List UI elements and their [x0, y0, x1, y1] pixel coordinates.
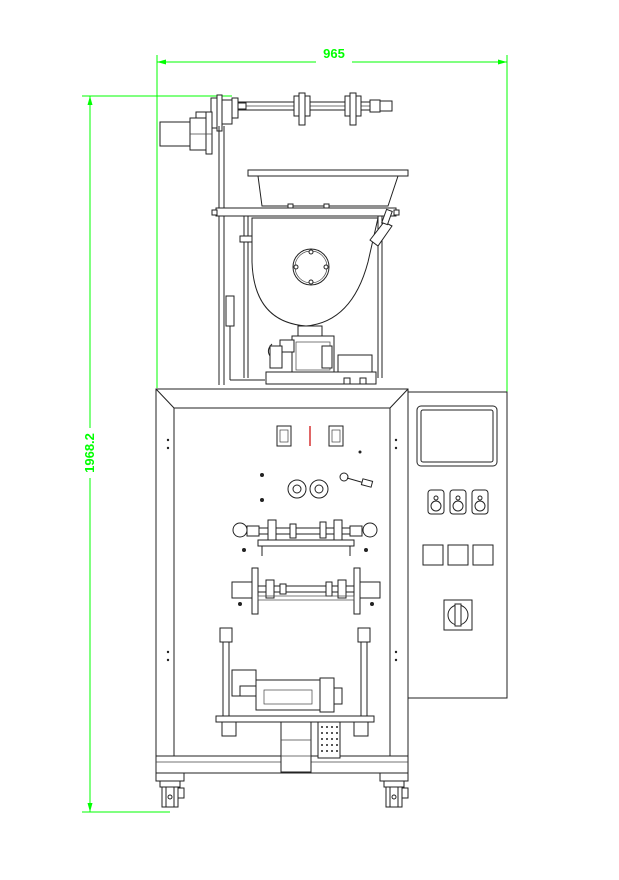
hopper-inspection-flange — [292, 248, 330, 286]
hopper — [211, 169, 409, 378]
perforated-panel-holes — [321, 726, 338, 752]
dosing-unit — [265, 335, 377, 385]
horizontal-sealing-jaw — [231, 567, 381, 615]
width-dimension: 965 — [156, 46, 508, 392]
cabinet-outer-body — [155, 388, 409, 774]
control-panel — [407, 391, 508, 699]
upper-clamps — [276, 425, 362, 454]
film-roller-assembly — [159, 92, 393, 155]
touch-screen-display — [420, 409, 494, 463]
lower-cutter-assembly — [215, 627, 375, 773]
casters — [155, 772, 409, 808]
vertical-sealing-jaw — [232, 519, 378, 556]
main-power-switch — [443, 599, 473, 631]
main-cabinet — [155, 388, 409, 774]
height-dimension: 1968.2 — [82, 95, 232, 813]
left-caster — [155, 772, 185, 808]
right-caster — [379, 772, 409, 808]
pulling-rollers — [260, 472, 374, 502]
width-dimension-label: 965 — [323, 46, 345, 61]
push-buttons — [422, 544, 494, 566]
upper-frame — [218, 126, 265, 385]
rotary-knobs — [427, 489, 489, 515]
height-dimension-label: 1968.2 — [82, 433, 97, 473]
dimension-annotations: 965 1968.2 — [82, 46, 508, 813]
